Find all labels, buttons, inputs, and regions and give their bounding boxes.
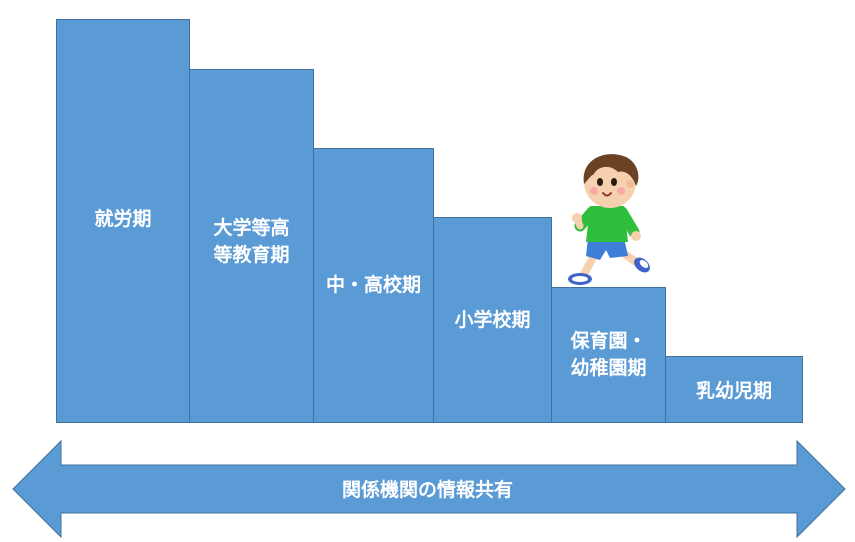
step-infancy: 乳幼児期 (665, 356, 803, 423)
step-nursery-kindergarten: 保育園・ 幼稚園期 (551, 287, 666, 423)
step-junior-senior-high: 中・高校期 (313, 148, 434, 423)
step-label-nursery-kindergarten: 保育園・ 幼稚園期 (570, 330, 647, 379)
step-higher-education: 大学等高 等教育期 (189, 69, 314, 423)
step-label-junior-senior-high: 中・高校期 (325, 274, 421, 296)
double-arrow-shape (12, 439, 846, 539)
step-employment: 就労期 (56, 19, 190, 423)
step-label-employment: 就労期 (94, 208, 152, 230)
step-label-elementary-school: 小学校期 (454, 308, 531, 331)
step-label-higher-education: 大学等高 等教育期 (213, 217, 290, 266)
step-label-infancy: 乳幼児期 (695, 380, 772, 402)
arrow-label: 関係機関の情報共有 (341, 479, 513, 501)
step-elementary-school: 小学校期 (433, 217, 552, 423)
walking-child-icon (568, 154, 650, 285)
